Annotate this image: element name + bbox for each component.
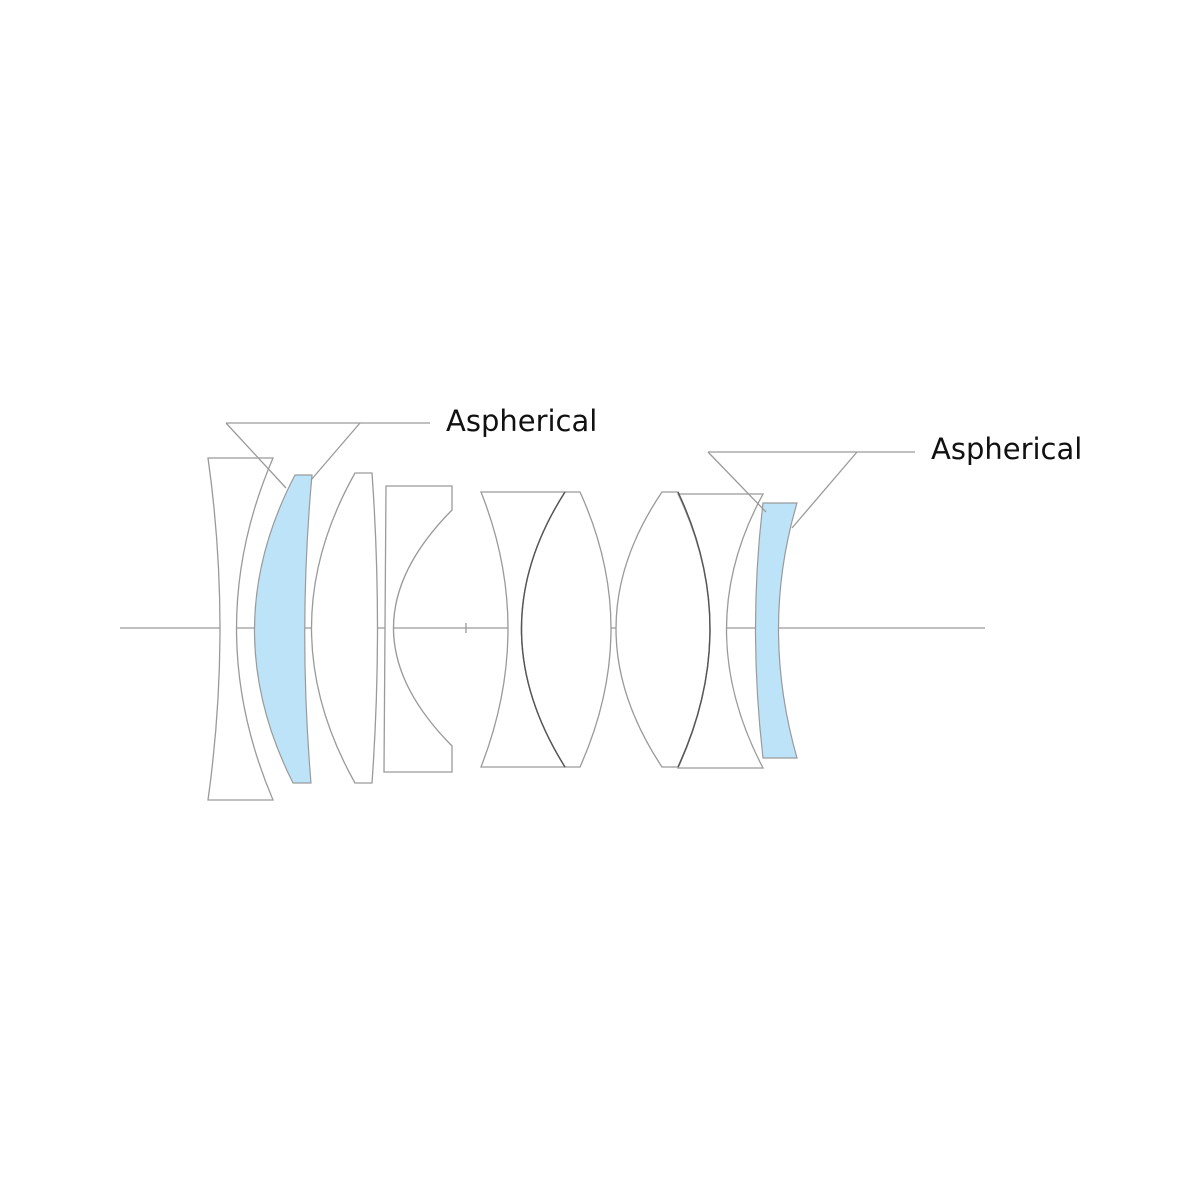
rear-aspherical-leader [707,451,915,529]
cemented-interface-6 [677,491,711,768]
rear-aspherical-label: Aspherical [931,432,1083,466]
cemented-interface-5 [520,491,566,768]
lens-element-1 [207,457,274,801]
aspherical-element-rear [754,502,798,759]
front-aspherical-label: Aspherical [446,404,598,438]
aspherical-element-front [253,474,313,784]
front-aspherical-leader [225,422,430,489]
lens-element-4 [383,485,453,773]
lens-element-3 [310,472,379,784]
